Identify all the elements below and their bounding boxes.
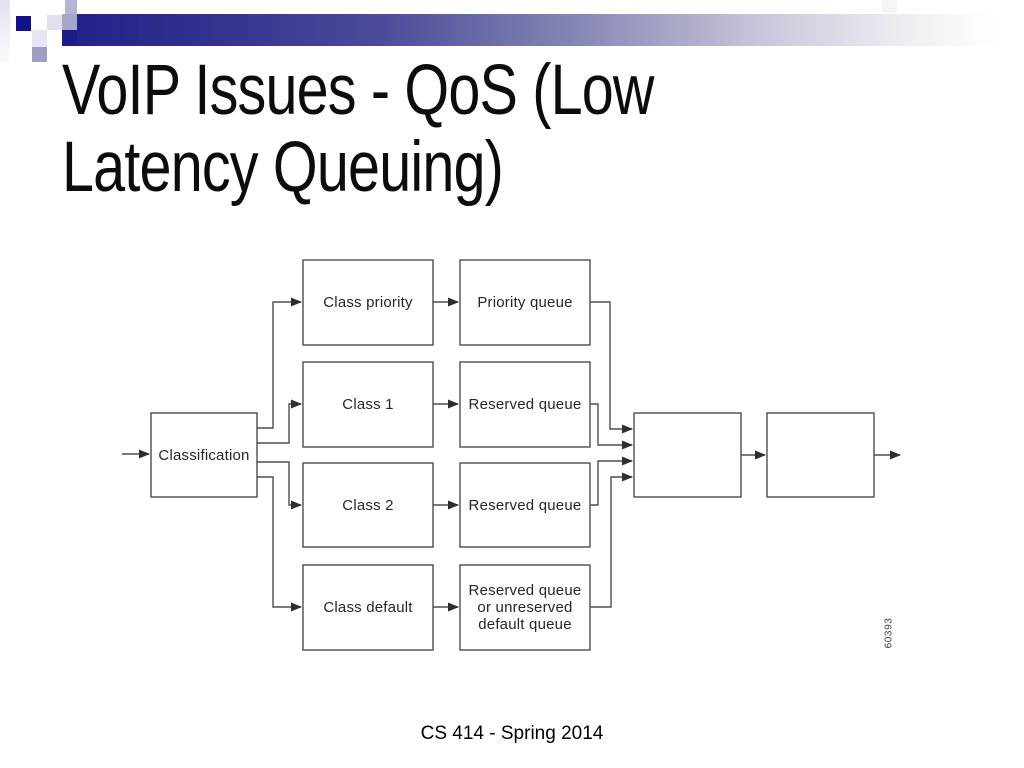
node-priority-queue: Priority queue bbox=[477, 294, 573, 311]
box-class-default bbox=[302, 564, 434, 651]
node-classification: Classification bbox=[158, 446, 250, 464]
connector-reserved2-scheduler bbox=[590, 456, 633, 506]
connector-to-class-priority bbox=[257, 297, 302, 429]
slide-title-line2: Latency Queuing) bbox=[62, 128, 504, 207]
box-output bbox=[766, 412, 875, 498]
slide-footer: CS 414 - Spring 2014 bbox=[420, 723, 604, 744]
deco-square bbox=[47, 15, 62, 30]
node-default-queue: Reserved queue or unreserved default que… bbox=[460, 565, 590, 650]
connector-to-class-1 bbox=[257, 399, 302, 444]
deco-square bbox=[65, 0, 77, 14]
node-reserved-queue-1: Reserved queue bbox=[468, 396, 582, 413]
deco-square bbox=[62, 30, 77, 46]
connectors bbox=[122, 297, 901, 612]
box-class-priority bbox=[302, 259, 434, 346]
node-class-1: Class 1 bbox=[342, 396, 394, 413]
connector-to-class-default bbox=[257, 476, 302, 612]
deco-square bbox=[32, 30, 47, 47]
node-output bbox=[767, 413, 874, 497]
connector-priorityqueue-scheduler bbox=[590, 301, 633, 434]
node-default-queue-line2: or unreserved bbox=[477, 599, 573, 616]
slide-title: VoIP Issues - QoS (Low Latency Queuing) bbox=[62, 52, 775, 206]
header-gradient-bar bbox=[77, 14, 1024, 46]
connector-to-class-2 bbox=[257, 461, 302, 510]
node-class-default: Class default bbox=[323, 599, 413, 616]
node-default-queue-line1: Reserved queue bbox=[468, 582, 582, 599]
box-scheduler bbox=[633, 412, 742, 498]
deco-square bbox=[16, 16, 31, 31]
deco-square bbox=[882, 0, 897, 13]
connector-defaultqueue-scheduler bbox=[590, 472, 633, 608]
box-priority-queue bbox=[459, 259, 591, 346]
slide-title-line1: VoIP Issues - QoS (Low bbox=[62, 51, 654, 130]
deco-square bbox=[62, 14, 77, 30]
left-accent-strip bbox=[0, 0, 10, 62]
node-reserved-queue-2: Reserved queue bbox=[468, 496, 582, 514]
box-reserved-queue-1 bbox=[459, 361, 591, 448]
node-default-queue-line3: default queue bbox=[478, 616, 572, 633]
node-class-priority: Class priority bbox=[323, 294, 413, 311]
box-default-queue bbox=[459, 564, 591, 651]
box-class-1 bbox=[302, 361, 434, 448]
node-scheduler bbox=[634, 413, 741, 497]
figure-number: 60393 bbox=[883, 617, 895, 649]
box-reserved-queue-2 bbox=[459, 462, 591, 548]
box-class-2 bbox=[302, 462, 434, 548]
connector-reserved1-scheduler bbox=[590, 403, 633, 450]
node-class-2: Class 2 bbox=[342, 496, 394, 514]
node-boxes bbox=[150, 259, 875, 651]
box-classification bbox=[150, 412, 258, 498]
deco-square bbox=[32, 47, 47, 62]
